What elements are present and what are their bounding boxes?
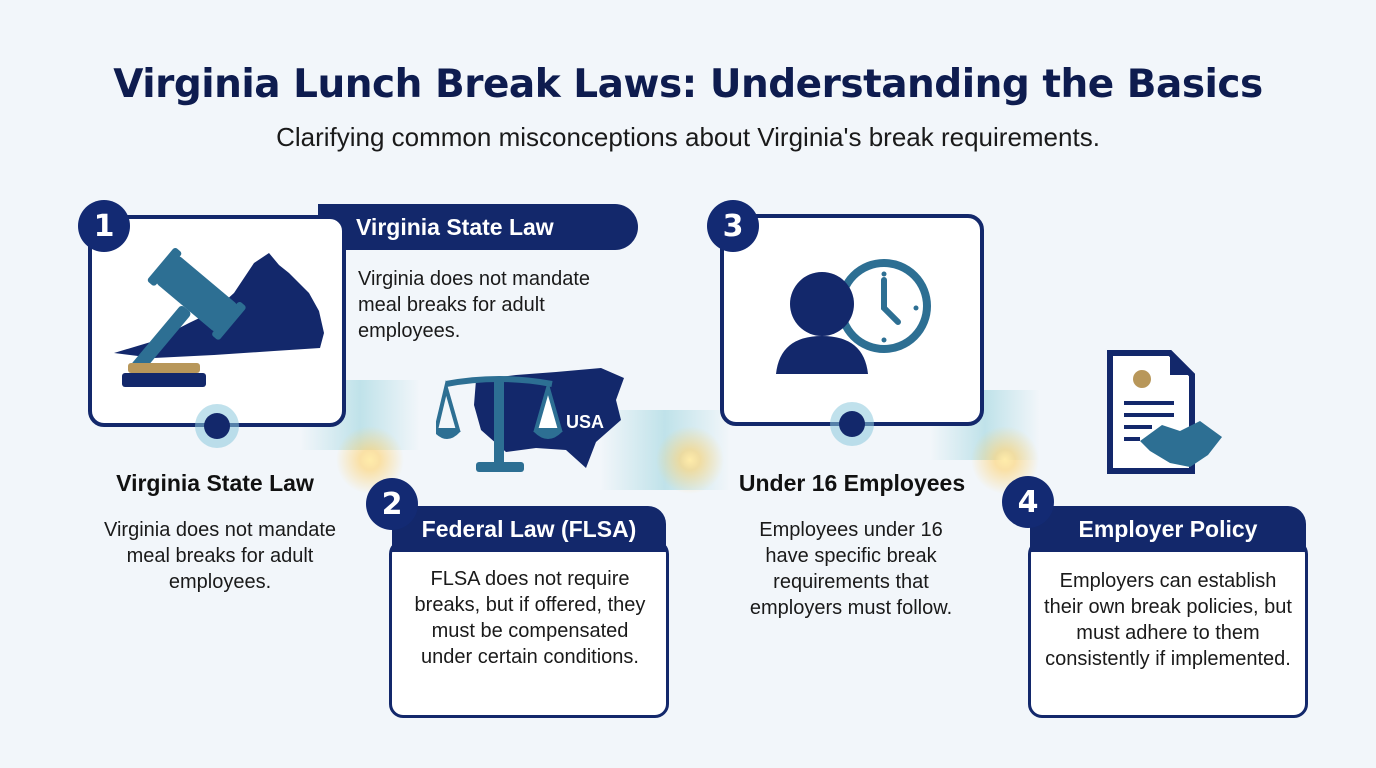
step-number-badge: 4 bbox=[1002, 476, 1054, 528]
step-2-header-pill: Federal Law (FLSA) bbox=[392, 506, 666, 552]
timeline-dot bbox=[204, 413, 230, 439]
svg-text:USA: USA bbox=[566, 412, 604, 432]
step-2-title: Federal Law (FLSA) bbox=[421, 515, 637, 542]
page-subtitle: Clarifying common misconceptions about V… bbox=[276, 122, 1100, 152]
gavel-virginia-map-icon bbox=[114, 247, 324, 387]
step-1-header-label: Virginia State Law bbox=[356, 213, 554, 240]
step-1-icon-card bbox=[88, 215, 346, 427]
step-3-text: Employees under 16 have specific break r… bbox=[749, 519, 953, 619]
step-1-header-text: Virginia does not mandate meal breaks fo… bbox=[358, 268, 591, 342]
step-3-title: Under 16 Employees bbox=[738, 470, 966, 496]
step-4-title: Employer Policy bbox=[1078, 515, 1258, 542]
step-2-text-card bbox=[389, 540, 669, 718]
step-3-icon-card bbox=[720, 214, 984, 426]
step-1-title: Virginia State Law bbox=[116, 470, 314, 496]
scales-usa-map-icon: USA bbox=[436, 368, 624, 472]
timeline-dot bbox=[839, 411, 865, 437]
step-2-text: FLSA does not require breaks, but if off… bbox=[414, 568, 646, 668]
step-4-text: Employers can establish their own break … bbox=[1044, 570, 1292, 670]
step-1-header-pill: Virginia State Law bbox=[318, 204, 638, 250]
step-number-badge: 3 bbox=[707, 200, 759, 252]
step-number-badge: 2 bbox=[366, 478, 418, 530]
step-number-badge: 1 bbox=[78, 200, 130, 252]
document-handshake-icon bbox=[1107, 350, 1222, 474]
step-4-text-card bbox=[1028, 540, 1308, 718]
page-title: Virginia Lunch Break Laws: Understanding… bbox=[113, 62, 1263, 107]
person-clock-icon bbox=[776, 259, 931, 374]
step-4-header-pill: Employer Policy bbox=[1030, 506, 1306, 552]
step-1-text: Virginia does not mandate meal breaks fo… bbox=[103, 519, 336, 593]
